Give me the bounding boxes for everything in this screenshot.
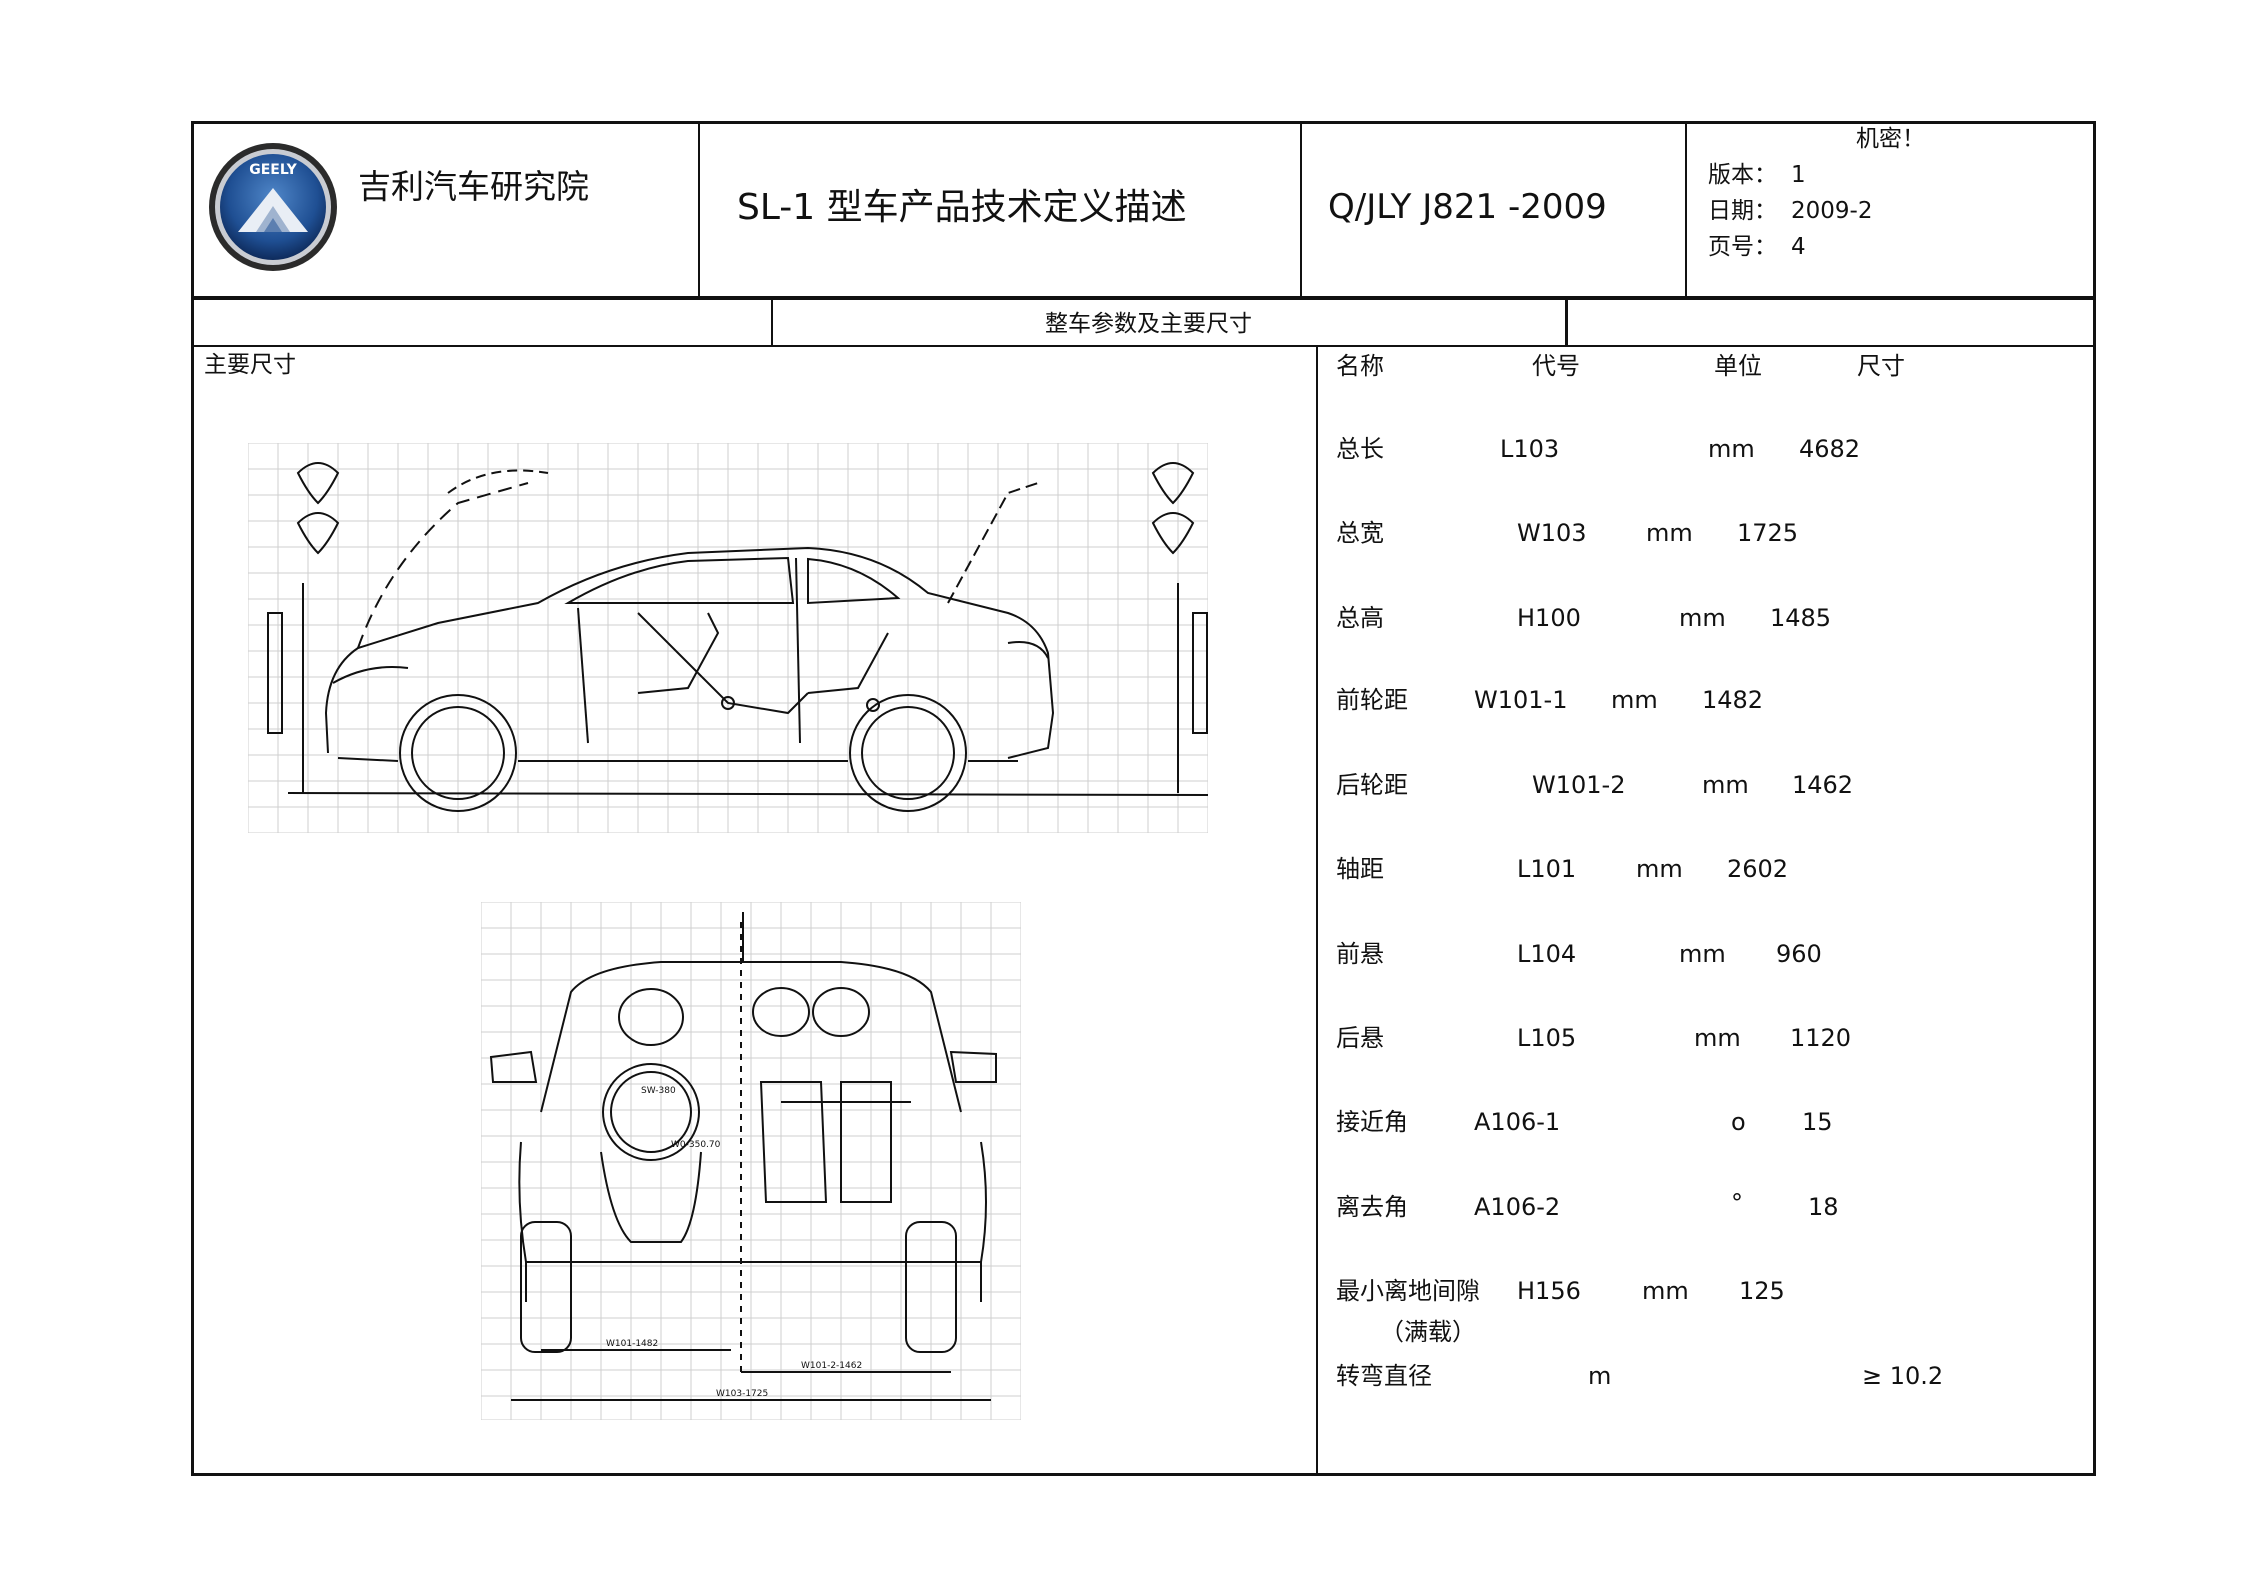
spec-unit: o — [1731, 1108, 1746, 1136]
spec-unit: mm — [1646, 519, 1693, 547]
spec-name: 后悬 — [1336, 1024, 1384, 1052]
spec-unit: mm — [1708, 435, 1755, 463]
date-label: 日期： — [1708, 198, 1777, 224]
org-name: 吉利汽车研究院 — [358, 167, 589, 206]
spec-name: 总宽 — [1336, 519, 1384, 547]
spec-name: 后轮距 — [1336, 771, 1408, 799]
spec-value: 1482 — [1702, 686, 1764, 714]
spec-code: W101-1 — [1474, 686, 1568, 714]
spec-name: 前悬 — [1336, 940, 1384, 968]
side-view-drawing — [248, 443, 1208, 833]
spec-unit: mm — [1694, 1024, 1741, 1052]
spec-unit: mm — [1611, 686, 1658, 714]
section-divider-right — [1565, 298, 1568, 346]
spec-code: L101 — [1517, 855, 1577, 883]
page-value: 4 — [1791, 234, 1806, 260]
document-frame — [191, 121, 2096, 1476]
header-bottom-rule — [191, 296, 2096, 300]
spec-value: 125 — [1739, 1277, 1785, 1305]
spec-code: W101-2 — [1532, 771, 1626, 799]
section-divider-left — [771, 298, 773, 346]
spec-name: 总长 — [1336, 435, 1384, 463]
spec-unit: mm — [1636, 855, 1683, 883]
document-code: Q/JLY J821 -2009 — [1328, 187, 1607, 227]
spec-header-name: 名称 — [1336, 352, 1384, 380]
header-divider-3 — [1685, 121, 1687, 298]
version-value: 1 — [1791, 162, 1806, 188]
spec-code: H100 — [1517, 604, 1581, 632]
spec-code: A106-1 — [1474, 1108, 1561, 1136]
main-dimensions-label: 主要尺寸 — [204, 352, 296, 378]
spec-value: 1462 — [1792, 771, 1854, 799]
svg-text:GEELY: GEELY — [249, 162, 297, 178]
spec-code: A106-2 — [1474, 1193, 1561, 1221]
version-label: 版本： — [1708, 162, 1777, 188]
page-label: 页号： — [1708, 234, 1777, 260]
spec-note: （满载） — [1380, 1318, 1476, 1346]
spec-value: 2602 — [1727, 855, 1789, 883]
spec-value: 4682 — [1799, 435, 1861, 463]
spec-unit: m — [1588, 1362, 1612, 1390]
rear-track-label: W101-2-1462 — [801, 1361, 862, 1371]
spec-unit: mm — [1679, 940, 1726, 968]
spec-header-size: 尺寸 — [1857, 352, 1905, 380]
spec-value: 18 — [1808, 1193, 1839, 1221]
spec-name: 离去角 — [1336, 1193, 1408, 1221]
section-row-bottom-rule — [191, 345, 2096, 347]
section-title: 整车参数及主要尺寸 — [1045, 311, 1252, 337]
spec-unit: mm — [1642, 1277, 1689, 1305]
spec-value: 960 — [1776, 940, 1822, 968]
spec-name: 前轮距 — [1336, 686, 1408, 714]
spec-name: 接近角 — [1336, 1108, 1408, 1136]
front-rear-view-drawing: SW-380 W0-350.70 W101-1482 W101-2-1462 W… — [481, 902, 1021, 1420]
spec-unit: mm — [1679, 604, 1726, 632]
front-track-label: W101-1482 — [606, 1339, 658, 1349]
spec-name: 总高 — [1336, 604, 1384, 632]
spec-value: 1120 — [1790, 1024, 1852, 1052]
spec-code: L105 — [1517, 1024, 1577, 1052]
spec-value: 1725 — [1737, 519, 1799, 547]
confidential-label: 机密！ — [1856, 126, 1925, 152]
header-divider-1 — [698, 121, 700, 298]
spec-code: H156 — [1517, 1277, 1581, 1305]
body-column-divider — [1316, 346, 1318, 1476]
date-value: 2009-2 — [1791, 198, 1873, 224]
seat-dimension-label: W0-350.70 — [671, 1140, 721, 1150]
geely-logo-icon: GEELY — [209, 143, 337, 271]
header-divider-2 — [1300, 121, 1302, 298]
spec-name: 转弯直径 — [1336, 1362, 1432, 1390]
spec-code: W103 — [1517, 519, 1587, 547]
document-title: SL-1 型车产品技术定义描述 — [737, 187, 1187, 228]
spec-header-unit: 单位 — [1714, 352, 1762, 380]
spec-name: 轴距 — [1336, 855, 1384, 883]
spec-name: 最小离地间隙 — [1336, 1277, 1480, 1305]
spec-value: 15 — [1802, 1108, 1833, 1136]
spec-unit: mm — [1702, 771, 1749, 799]
spec-code: L103 — [1500, 435, 1560, 463]
spec-header-code: 代号 — [1532, 352, 1580, 380]
spec-value: ≥ 10.2 — [1862, 1362, 1944, 1390]
spec-unit: ° — [1731, 1189, 1743, 1217]
overall-width-label: W103-1725 — [716, 1389, 768, 1399]
spec-code: L104 — [1517, 940, 1577, 968]
seat-width-label: SW-380 — [641, 1086, 676, 1096]
spec-value: 1485 — [1770, 604, 1832, 632]
